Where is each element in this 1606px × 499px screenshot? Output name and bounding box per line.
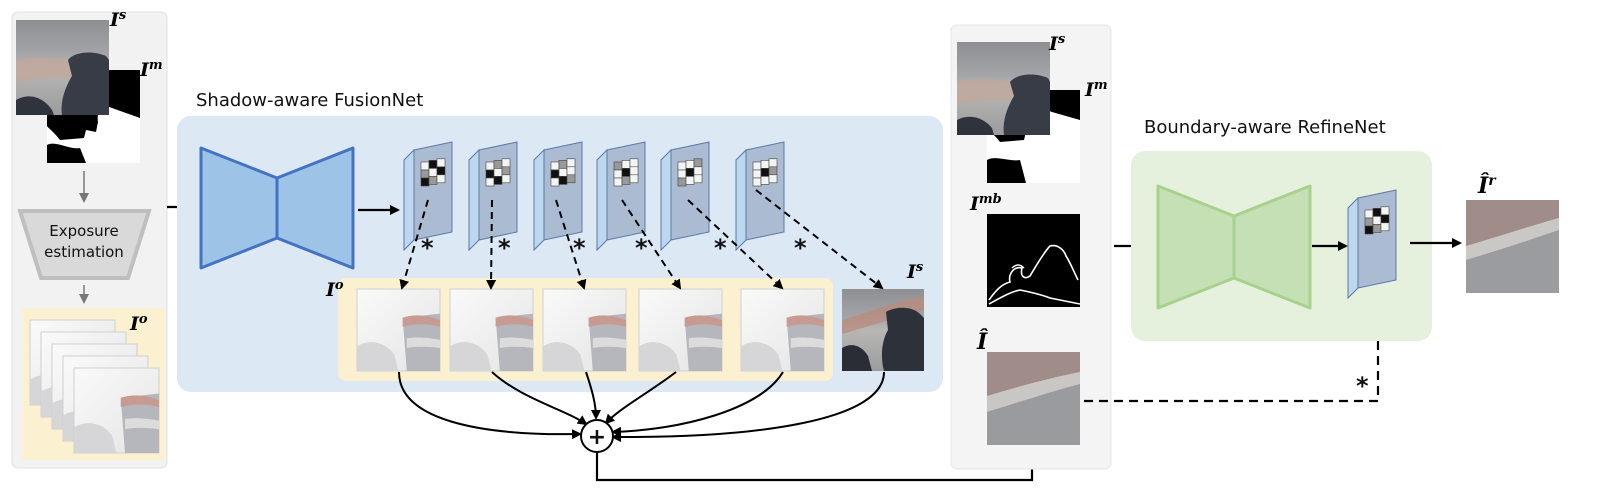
label-Io-left: Io <box>129 312 148 335</box>
result-image-ihat <box>987 352 1080 445</box>
row-candidate-1 <box>356 288 441 372</box>
sum-curve-6 <box>611 371 885 443</box>
shadow-image-left <box>16 20 109 115</box>
sum-curve-2 <box>491 371 588 426</box>
shadow-image-fusion <box>842 289 924 371</box>
sum-curve-1 <box>398 371 582 440</box>
boundary-mask-image <box>987 214 1081 307</box>
refine-kernel-map <box>1347 189 1397 300</box>
sum-curve-3 <box>585 371 601 420</box>
dashed-arrow-4 <box>621 199 682 290</box>
kernel-group <box>403 141 785 252</box>
exposure-estimation-block: Exposure estimation <box>17 209 152 280</box>
label-Ir-hat: Îr <box>1477 172 1497 199</box>
row-candidate-2 <box>449 288 534 372</box>
exposure-label-1: Exposure <box>49 222 118 240</box>
kernel-5 <box>660 141 710 252</box>
candidate-row <box>356 288 825 372</box>
convolution-stars: * * * * * * <box>421 234 807 262</box>
label-Is-left: Is <box>109 8 127 31</box>
dashed-arrow-1 <box>399 199 429 290</box>
star-6: * <box>794 234 807 262</box>
shadow-image-mid <box>957 42 1050 135</box>
refine-kernel <box>1347 189 1397 300</box>
label-Is-fusion: Is <box>906 260 924 283</box>
sum-curve-4 <box>604 371 677 425</box>
fusion-title: Shadow-aware FusionNet <box>196 90 423 111</box>
output-image <box>1466 200 1559 293</box>
label-Imb: Imb <box>969 192 1002 215</box>
label-Is-mid: Is <box>1048 32 1066 55</box>
label-ihat: Î <box>976 328 988 355</box>
star-2: * <box>498 234 511 262</box>
star-4: * <box>635 234 648 262</box>
refine-title: Boundary-aware RefineNet <box>1144 117 1386 138</box>
candidate-stack <box>29 319 160 454</box>
row-candidate-4 <box>638 288 723 372</box>
label-Io-center: Io <box>325 278 344 301</box>
dashed-arrow-3 <box>555 199 587 290</box>
kernel-3 <box>533 141 583 252</box>
kernel-6 <box>735 141 785 252</box>
label-Im-mid: Im <box>1084 78 1108 101</box>
sum-arrows <box>398 371 885 443</box>
exposure-label-2: estimation <box>44 243 124 261</box>
star-5: * <box>714 234 727 262</box>
sum-plus: + <box>588 425 606 450</box>
star-refine: * <box>1356 372 1369 400</box>
star-3: * <box>573 234 586 262</box>
label-Im-left: Im <box>139 58 163 81</box>
row-candidate-5 <box>740 288 825 372</box>
sum-curve-5 <box>611 371 784 437</box>
dashed-arrow-6 <box>755 189 884 290</box>
dashed-ihat-to-kernel <box>1084 284 1383 403</box>
kernel-apply-arrows <box>399 189 884 290</box>
kernel-4 <box>596 141 646 252</box>
kernel-2 <box>468 141 518 252</box>
dashed-arrow-2 <box>486 199 497 290</box>
row-candidate-3 <box>542 288 627 372</box>
dashed-arrow-5 <box>687 199 784 290</box>
stack-candidate-5 <box>73 367 160 454</box>
star-1: * <box>421 234 434 262</box>
